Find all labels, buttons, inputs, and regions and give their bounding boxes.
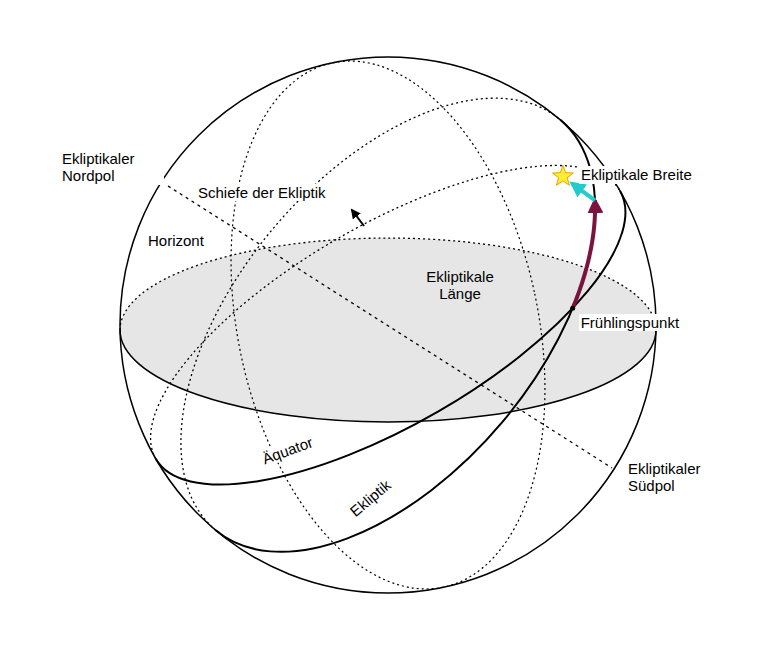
star — [552, 165, 573, 185]
horizon-back — [120, 238, 656, 330]
latitude-arrow — [572, 183, 595, 200]
latitude-label: Ekliptikale Breite — [579, 166, 694, 183]
horizon-plane — [120, 238, 656, 422]
equator-back — [106, 104, 620, 459]
equator-front — [156, 191, 670, 546]
pole-label: Ekliptikaler Südpol — [626, 460, 730, 495]
horizon-front — [120, 330, 656, 422]
circle-label: Äquator — [258, 433, 317, 469]
sphere-outline — [120, 57, 656, 593]
point-label: Frühlingspunkt — [579, 314, 681, 331]
vernal-point — [570, 306, 575, 311]
angle-label: Schiefe der Ekliptik — [196, 184, 328, 201]
pole-label: Ekliptikaler Nordpol — [60, 150, 164, 185]
longitude-arc — [573, 200, 595, 308]
obliquity-arrow — [352, 210, 364, 226]
longitude-label: Ekliptikale Länge — [418, 268, 502, 303]
pole-axis — [168, 186, 612, 468]
circle-label: Ekliptik — [345, 475, 396, 521]
ecliptic-back — [101, 23, 560, 530]
plane-label: Horizont — [146, 232, 206, 249]
